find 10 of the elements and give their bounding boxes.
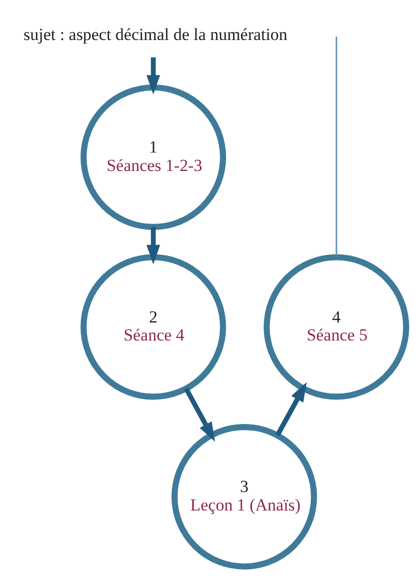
node-circle: 2 Séance 4 [80,254,226,400]
node-text: sujet : aspect décimal de la numération [24,24,288,44]
node-circle: 1 Séances 1-2-3 [80,84,226,230]
node-circle: 4 Séance 5 [264,254,410,400]
arrow [184,387,215,442]
node-circle: 3 Leçon 1 (Anaïs) [172,424,318,570]
arrow [146,57,160,95]
arrow [146,226,160,264]
connector [336,36,338,258]
arrow [275,382,307,436]
